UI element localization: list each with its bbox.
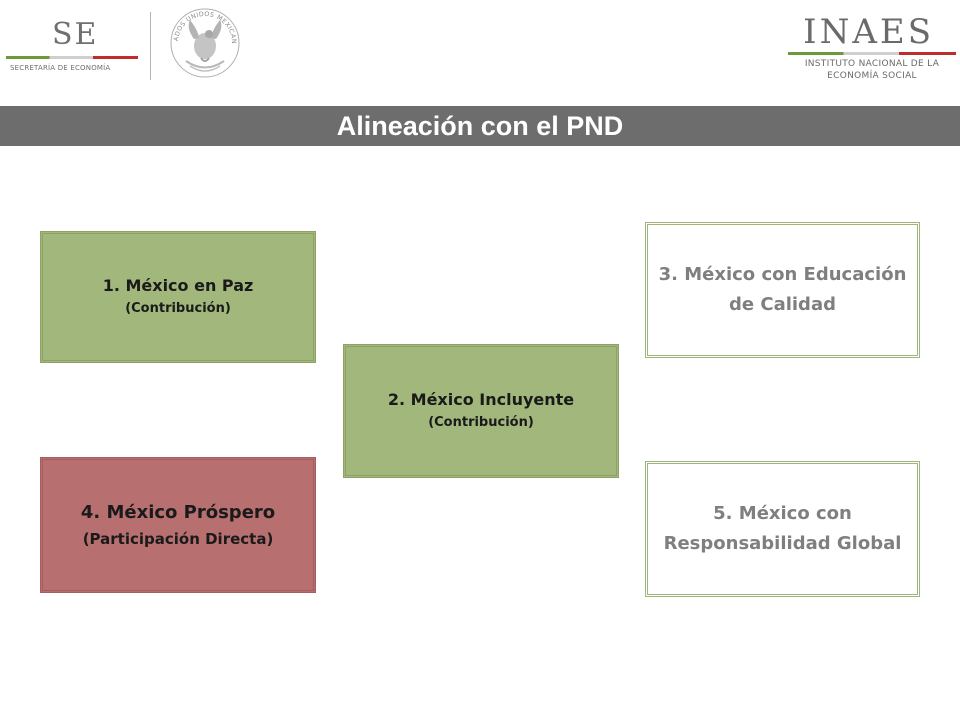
goal-label: 3. México con Educación de Calidad <box>658 264 907 315</box>
inaes-logo-tricolor-line <box>788 52 956 55</box>
inaes-logo-subtitle: INSTITUTO NACIONAL DE LA ECONOMÍA SOCIAL <box>788 58 956 82</box>
goal-label: 1. México en Paz <box>102 276 254 295</box>
inaes-logo-subtitle-line2: ECONOMÍA SOCIAL <box>827 71 917 81</box>
goal-label: 5. México con Responsabilidad Global <box>663 503 902 554</box>
goal-note: (Contribución) <box>125 301 231 316</box>
se-logo-tricolor-line <box>6 56 138 59</box>
slide-title: Alineación con el PND <box>336 111 624 141</box>
national-seal-icon: ESTADOS UNIDOS MEXICANOS <box>165 1 242 80</box>
inaes-logo-letters: INAES <box>803 12 934 52</box>
goal-label: 4. México Próspero <box>80 502 276 523</box>
logo-divider <box>150 12 151 80</box>
title-bar: Alineación con el PND <box>0 106 960 146</box>
inaes-logo-subtitle-line1: INSTITUTO NACIONAL DE LA <box>804 59 940 69</box>
goal-box-mexico-prospero: 4. México Próspero (Participación Direct… <box>40 457 316 593</box>
inaes-logo: INAES INSTITUTO NACIONAL DE LA ECONOMÍA … <box>782 14 956 92</box>
goal-box-mexico-incluyente: 2. México Incluyente (Contribución) <box>343 344 619 478</box>
goal-box-mexico-responsabilidad-global: 5. México con Responsabilidad Global <box>645 461 920 597</box>
se-logo-letters: SE <box>52 17 99 52</box>
se-logo: SE SECRETARÍA DE ECONOMÍA <box>6 18 142 78</box>
goal-note: (Contribución) <box>428 415 534 430</box>
goal-label: 2. México Incluyente <box>387 390 575 409</box>
goal-note: (Participación Directa) <box>82 530 274 548</box>
se-logo-subtitle: SECRETARÍA DE ECONOMÍA <box>10 64 111 72</box>
goal-box-mexico-en-paz: 1. México en Paz (Contribución) <box>40 231 316 363</box>
goal-box-mexico-educacion-calidad: 3. México con Educación de Calidad <box>645 222 920 358</box>
